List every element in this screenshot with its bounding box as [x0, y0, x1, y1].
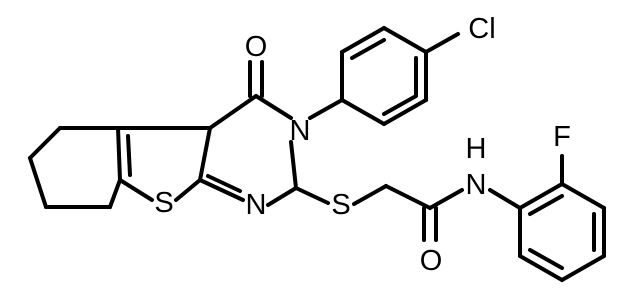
atom-nitrogen-amide: N — [466, 169, 487, 201]
bond — [206, 174, 242, 193]
bond — [528, 248, 564, 270]
bond — [488, 188, 522, 210]
atom-hydrogen-amide: H — [466, 133, 487, 165]
bond — [340, 98, 386, 126]
bond — [528, 194, 564, 216]
bond — [340, 26, 386, 54]
bond — [560, 254, 606, 282]
atom-sulfur-thiophene: S — [154, 187, 173, 219]
bond — [108, 178, 122, 209]
bond — [28, 156, 48, 209]
atom-oxygen-amide: O — [420, 245, 443, 277]
bond — [518, 254, 564, 282]
bonds — [28, 26, 606, 282]
bond — [198, 178, 245, 202]
atom-oxygen-carbonyl: O — [245, 31, 268, 63]
bond — [350, 38, 386, 60]
bond — [518, 182, 564, 210]
bond — [308, 98, 344, 120]
bond — [560, 182, 606, 210]
bond — [352, 184, 388, 206]
bond — [382, 94, 418, 116]
bond — [428, 188, 464, 210]
bond — [294, 186, 330, 205]
bond — [266, 186, 298, 207]
atom-fluorine: F — [553, 121, 571, 153]
bond — [126, 134, 132, 177]
atom-nitrogen-n3: N — [290, 115, 311, 147]
atom-labels: O Cl N N S S H N O F — [154, 13, 571, 277]
bond — [28, 126, 62, 160]
bond — [208, 94, 258, 130]
bond — [424, 32, 460, 54]
bond — [118, 178, 154, 202]
bond — [384, 184, 432, 210]
bond — [116, 126, 122, 182]
bond — [382, 98, 428, 126]
bond — [382, 26, 428, 54]
bond — [198, 126, 212, 182]
bond — [289, 140, 298, 190]
bond — [174, 178, 202, 202]
atom-nitrogen-n1: N — [246, 189, 267, 221]
atom-chlorine: Cl — [468, 13, 495, 45]
atom-sulfur-thioether: S — [331, 189, 350, 221]
bond — [254, 94, 293, 120]
